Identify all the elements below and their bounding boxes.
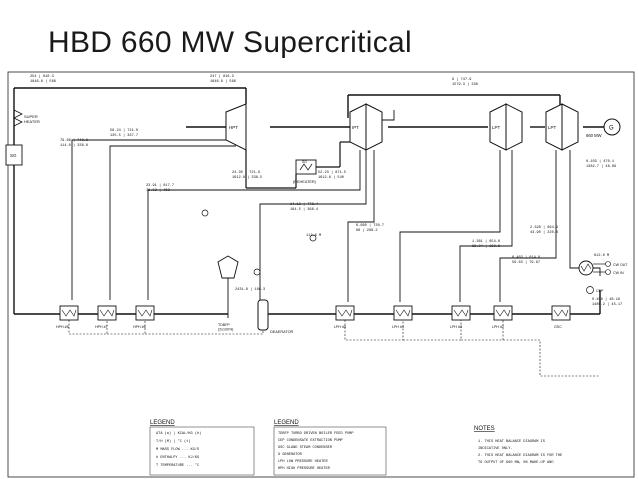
legend2-row: TDBFP TURBO DRIVEN BOILER FEED PUMP	[278, 432, 353, 436]
tdbfp-turbine	[217, 255, 239, 318]
stream-label: 68 | 289.2	[356, 228, 378, 233]
lp-turbine-1	[489, 103, 523, 151]
lpt1-label: LPT	[492, 125, 501, 130]
heater-coils	[61, 309, 569, 317]
notes: NOTES 1. THIS HEAT BALANCE DIAGRAM IS IN…	[474, 426, 562, 465]
condenser	[578, 260, 594, 276]
legend2-row: G GENERATOR	[278, 453, 303, 457]
hph8-label: HPH #8	[56, 325, 69, 329]
legend-row: T/H (M) | °C (t)	[156, 439, 191, 444]
stream-label: 2431.8 | 188.3	[235, 287, 265, 292]
hph6-label: HPH #6	[133, 325, 146, 329]
stream-label: 24.30 | 721.9	[232, 170, 260, 175]
notes-heading: NOTES	[474, 426, 495, 432]
note-row: INDICATIVE ONLY.	[478, 447, 513, 451]
stream-label: 254 | 810.3	[30, 74, 54, 79]
stream-label: 2.328 | 664.9	[530, 225, 558, 230]
legend2-row: CEP CONDENSATE EXTRACTION PUMP	[278, 439, 343, 443]
gsc-label: GSC	[554, 325, 562, 329]
drawing-border	[7, 71, 635, 478]
legend2-row: GSC GLAND STEAM CONDENSER	[278, 446, 333, 450]
legend-1: LEGEND ATA (a) | KCAL/KG (h) T/H (M) | °C…	[149, 420, 255, 476]
hph7-label: HPH #7	[95, 325, 108, 329]
legend2-heading: LEGEND	[274, 420, 299, 426]
lp-turbine-2	[545, 103, 579, 151]
legend-row: ATA (a) | KCAL/KG (h)	[156, 431, 201, 436]
stream-label: 135.5 | 337.7	[110, 133, 138, 138]
stream-label: 1612.8 | 540	[318, 175, 344, 180]
generator-label: G	[609, 126, 614, 132]
stream-label: 1382.7 | 46.09	[586, 164, 616, 169]
legend2-row: HPH HIGH PRESSURE HEATER	[278, 467, 331, 471]
stream-label: 612.6 M	[594, 254, 609, 258]
stream-label: 43.90 | 220.8	[530, 230, 558, 235]
cep-label: CEP	[596, 289, 604, 293]
stream-label: 1846.8 | 566	[210, 79, 236, 84]
extraction-lines	[71, 110, 601, 302]
legend-row: T TEMPERATURE ... °C	[156, 463, 199, 468]
stream-label: 1612.8 | 338.5	[232, 175, 262, 180]
reheater-label: (REHEATER)	[293, 180, 317, 184]
cw-out-label: CW OUT	[613, 263, 628, 267]
stream-label: 184.5 | 368.4	[290, 207, 318, 212]
cep-pump	[586, 286, 594, 294]
note-row: TG OUTPUT OF 660 MW, 0% MAKE-UP AND	[478, 461, 553, 465]
stream-label: 0.463 | 614.8	[512, 255, 540, 260]
lpt2-label: LPT	[548, 125, 557, 130]
stream-label: 0.408 | 48.16	[592, 297, 620, 302]
lph3-label: LPH #3	[450, 325, 462, 329]
cooling-water-lines	[593, 263, 606, 273]
stream-label: 79.66 | 740.8	[60, 138, 88, 143]
lph5-label: LPH #5	[334, 325, 346, 329]
stream-label: 0.103 | 470.1	[586, 159, 614, 164]
deaerator-label: DEAERATOR	[270, 330, 294, 334]
super-heater-coil	[13, 109, 23, 127]
stream-label: 14.13 | 778.4	[290, 202, 318, 207]
slide-title: HBD 660 MW Supercritical	[48, 26, 412, 59]
ipt-label: IPT	[352, 125, 359, 130]
drain-lines	[68, 320, 600, 377]
deaerator	[257, 299, 269, 331]
stream-label: 88.04 | 190.6	[472, 244, 500, 249]
reheater-box-label: SG	[302, 160, 307, 164]
legend-2: LEGEND TDBFP TURBO DRIVEN BOILER FEED PU…	[273, 420, 387, 476]
stream-label: 6.660 | 730.7	[356, 223, 384, 228]
legend-row: M MASS FLOW ... KG/S	[156, 447, 199, 452]
stream-label: 52.23 | 871.5	[318, 170, 346, 175]
reheat-lines	[245, 141, 350, 189]
tdbfp-label: TDBFP(2x100%)	[218, 323, 233, 332]
stream-label: 112.6 M	[306, 234, 321, 238]
heaters	[59, 305, 571, 321]
legend-heading: LEGEND	[150, 420, 175, 426]
stream-label: 114.0 | 336.6	[60, 143, 88, 148]
note-row: 1. THIS HEAT BALANCE DIAGRAM IS	[478, 440, 545, 444]
cw-in-label: CW IN	[613, 271, 624, 275]
stream-label: 1485.2 | 45.17	[592, 302, 622, 307]
stream-label: 1846.8 | 566	[30, 79, 56, 84]
output-label: 660 MW	[586, 133, 602, 138]
stream-label: 1579.3 | 336	[452, 82, 478, 87]
stream-label: 247 | 810.3	[210, 74, 234, 79]
lph4-label: LPH #4	[392, 325, 404, 329]
legend2-row: LPH LOW PRESSURE HEATER	[278, 460, 328, 464]
steam-generator-box	[5, 144, 23, 166]
stream-label: 76.53 | 463	[146, 188, 170, 193]
lph2-label: LPH #2	[492, 325, 504, 329]
legend-row: h ENTHALPY ... KJ/KG	[156, 455, 199, 460]
sg-label: SG	[10, 153, 17, 158]
feedwater-line	[14, 290, 601, 315]
generator-symbol	[603, 118, 621, 136]
note-row: 2. THIS HEAT BALANCE DIAGRAM IS FOR THE	[478, 454, 562, 458]
hpt-label: HPT	[229, 125, 238, 130]
stream-label: 56.24 | 721.0	[110, 128, 138, 133]
stream-label: 9 | 747.9	[452, 77, 471, 82]
stream-label: 1.361 | 654.8	[472, 239, 500, 244]
stream-label: 23.91 | 817.7	[146, 183, 174, 188]
stream-label: 56.63 | 79.67	[512, 260, 540, 265]
